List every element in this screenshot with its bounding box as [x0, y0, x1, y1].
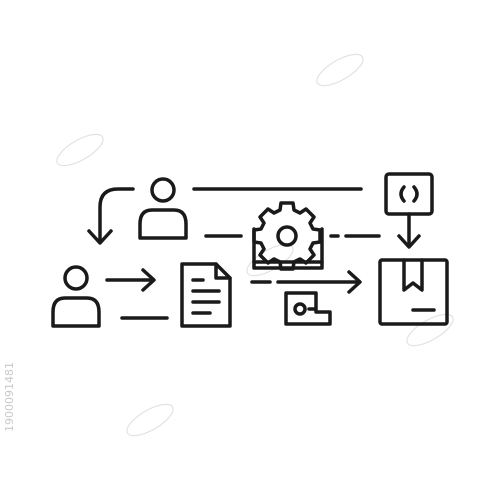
package-box-icon	[378, 258, 449, 326]
stock-id-label: 1900091481	[3, 362, 16, 432]
laptop-icon	[252, 227, 324, 270]
document-icon	[180, 262, 232, 328]
user-icon	[51, 265, 101, 328]
arrow-icon	[105, 268, 156, 292]
delivery-truck-icon	[284, 291, 332, 326]
watermark-pattern	[56, 53, 454, 437]
curved-arrow-icon	[87, 187, 135, 245]
signboard-icon	[384, 172, 434, 216]
down-arrow-icon	[397, 212, 421, 249]
user-icon	[138, 177, 188, 240]
arrow-icon	[276, 270, 362, 294]
